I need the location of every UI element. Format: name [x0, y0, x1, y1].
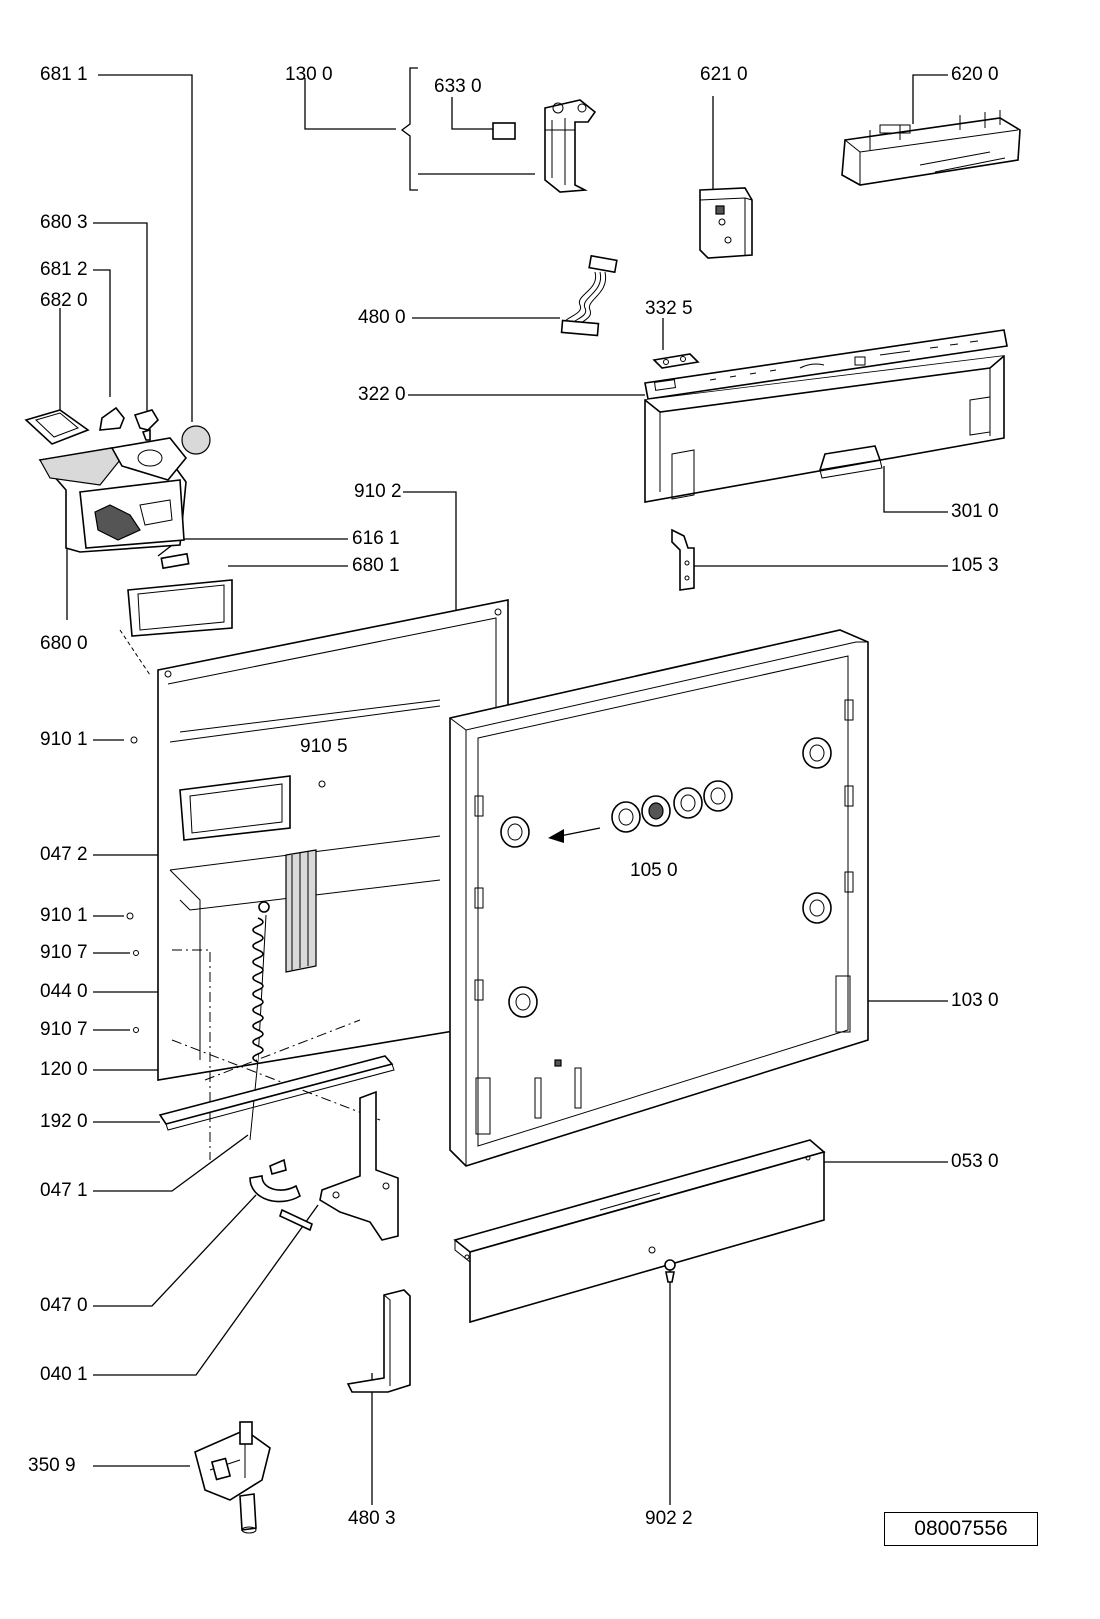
part-label-0440: 044 0 — [40, 981, 88, 1002]
part-label-9107-top: 910 7 — [40, 942, 88, 963]
part-label-9101-top: 910 1 — [40, 729, 88, 750]
part-label-1030: 103 0 — [951, 990, 999, 1011]
part-label-6161: 616 1 — [352, 528, 400, 549]
control-panel-strip — [644, 329, 1008, 400]
part-label-9102: 910 2 — [354, 481, 402, 502]
detergent-dispenser — [24, 406, 211, 570]
part-label-3509: 350 9 — [28, 1455, 76, 1476]
door-lock-assembly — [492, 99, 597, 193]
part-label-3325: 332 5 — [645, 298, 693, 319]
part-label-6812: 681 2 — [40, 259, 88, 280]
part-label-6803: 680 3 — [40, 212, 88, 233]
part-label-0401: 040 1 — [40, 1364, 88, 1385]
part-label-0470: 047 0 — [40, 1295, 88, 1316]
part-label-9022: 902 2 — [645, 1508, 693, 1529]
part-label-9101-lower: 910 1 — [40, 905, 88, 926]
kick-plate — [453, 1139, 826, 1324]
hinge-arm — [171, 949, 399, 1241]
part-label-0530: 053 0 — [951, 1151, 999, 1172]
part-label-4803: 480 3 — [348, 1508, 396, 1529]
small-bracket — [652, 353, 700, 369]
door-fixings — [474, 699, 854, 1135]
part-label-9107-lower: 910 7 — [40, 1019, 88, 1040]
part-label-6200: 620 0 — [951, 64, 999, 85]
part-label-9105: 910 5 — [300, 736, 348, 757]
wire-harness — [560, 254, 618, 337]
part-label-3220: 322 0 — [358, 384, 406, 405]
part-label-6820: 682 0 — [40, 290, 88, 311]
part-label-6330: 633 0 — [434, 76, 482, 97]
part-label-6800: 680 0 — [40, 633, 88, 654]
timer-module — [699, 187, 753, 259]
part-label-1200: 120 0 — [40, 1059, 88, 1080]
part-label-1300: 130 0 — [285, 64, 333, 85]
inner-door-panel — [119, 599, 509, 1081]
door-switch — [194, 1421, 271, 1534]
part-label-0471: 047 1 — [40, 1180, 88, 1201]
hinge-bracket — [671, 528, 695, 591]
part-label-6811: 681 1 — [40, 64, 88, 85]
dispenser-gasket — [127, 579, 233, 637]
bumpers — [500, 737, 832, 1018]
front-panel — [644, 355, 1005, 503]
l-bracket — [346, 1289, 411, 1393]
part-label-1920: 192 0 — [40, 1111, 88, 1132]
part-label-0472: 047 2 — [40, 844, 88, 865]
part-label-6210: 621 0 — [700, 64, 748, 85]
arrow-icon — [548, 827, 601, 843]
part-label-4800: 480 0 — [358, 307, 406, 328]
outer-door-panel — [449, 629, 869, 1167]
door-spring — [249, 901, 270, 1141]
part-label-6801: 680 1 — [352, 555, 400, 576]
part-label-1053: 105 3 — [951, 555, 999, 576]
part-label-1050: 105 0 — [630, 860, 678, 881]
screw — [664, 1259, 676, 1283]
part-label-3010: 301 0 — [951, 501, 999, 522]
lower-rail — [158, 1055, 395, 1131]
document-number: 08007556 — [884, 1512, 1038, 1546]
control-board — [841, 110, 1021, 186]
